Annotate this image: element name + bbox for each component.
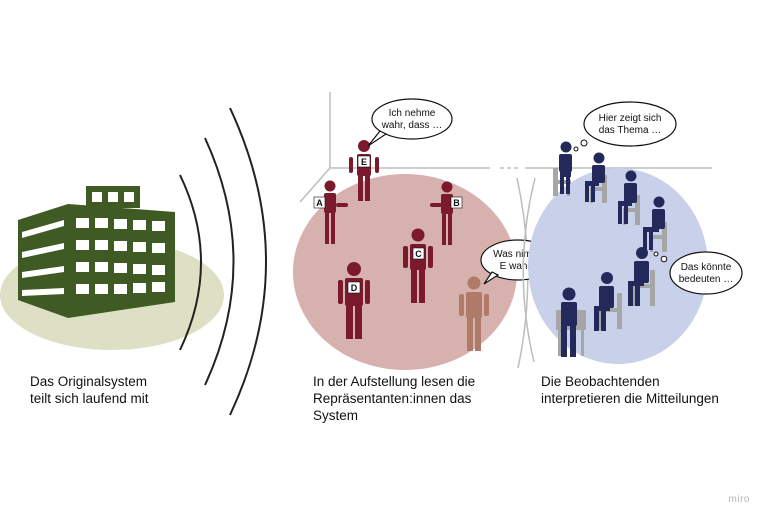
bubble-question-line-2: E wahr? [500,261,537,272]
bubble-observer-could-line-1: Das könnte [681,262,732,273]
tag-a: A [313,196,326,209]
observer-3 [618,170,637,224]
tag-c: C [412,247,425,260]
wave-1 [179,174,202,351]
thought-bubble-observer-could: Das könnte bedeuten … [653,251,743,295]
tag-b-text: B [453,198,460,208]
questioner-figure [459,276,489,351]
observer-curve [522,177,536,363]
bubble-observer-thought-line-2: das Thema … [599,125,662,136]
tag-e: E [357,155,371,168]
observer-1 [559,141,572,194]
tag-e-text: E [361,157,367,167]
signal-waves [179,107,267,416]
speech-bubble-representative-e: Ich nehme wahr, dass … [367,98,453,147]
observer-2 [585,152,605,202]
tag-a-text: A [316,198,323,208]
representative-b [430,181,453,245]
wave-2 [204,137,235,386]
tag-b: B [450,196,463,209]
bubble-observer-thought-line-1: Hier zeigt sich [599,113,662,124]
observer-5 [628,247,649,306]
bubble-observer-could-line-2: bedeuten … [679,274,734,285]
tag-d-text: D [351,283,358,293]
bubble-representative-e-line-2: wahr, dass … [381,120,443,131]
tag-d: D [347,281,361,294]
caption-original-system: Das Originalsystem teilt sich laufend mi… [30,374,149,406]
bubble-representative-e-line-1: Ich nehme [389,108,436,119]
thought-bubble-observer-thought: Hier zeigt sich das Thema … [573,101,677,152]
tag-c-text: C [415,249,422,259]
observers [559,141,665,357]
observer-7 [561,287,577,357]
original-system-group [0,186,224,350]
representative-a [324,180,348,244]
miro-watermark: miro [728,494,750,505]
observer-6 [594,272,614,331]
bubble-question-line-1: Was nimmt [493,249,543,260]
wave-3 [229,107,267,416]
letter-tags: E A B C D [313,155,463,294]
observer-4 [643,196,665,250]
caption-constellation: In der Aufstellung lesen die Repräsentan… [313,374,476,423]
caption-observers: Die Beobachtenden interpretieren die Mit… [541,374,719,406]
building-windows [22,192,165,296]
